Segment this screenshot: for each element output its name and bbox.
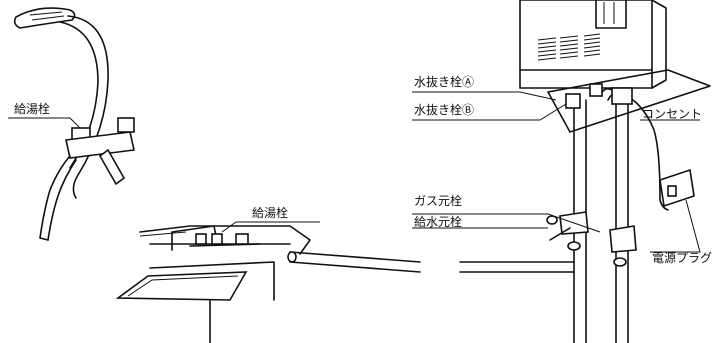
drain-plug-a-label: 水抜き栓Ⓐ bbox=[414, 74, 474, 89]
outlet-label: コンセント bbox=[642, 107, 702, 121]
drain-plug-b-label: 水抜き栓Ⓑ bbox=[414, 102, 474, 117]
hot-water-tap-label-left: 給湯栓 bbox=[14, 101, 50, 116]
hot-water-tap-label-sink: 給湯栓 bbox=[252, 205, 288, 220]
sink-illustration bbox=[115, 221, 421, 343]
water-supply-valve-label: 給水元栓 bbox=[414, 214, 462, 229]
power-plug-label: 電源プラグ bbox=[652, 251, 712, 265]
shower-faucet-illustration bbox=[8, 7, 135, 241]
gas-main-valve-label: ガス元栓 bbox=[414, 193, 462, 208]
water-heater-illustration bbox=[412, 0, 711, 343]
